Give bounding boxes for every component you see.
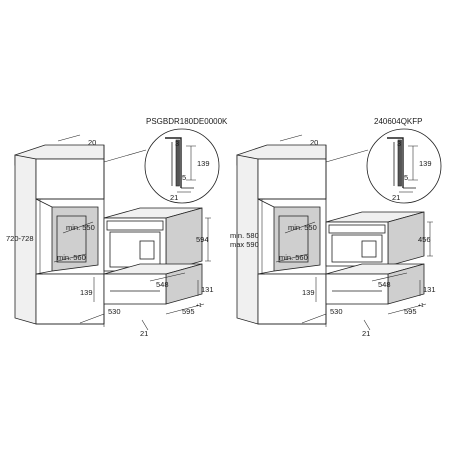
- left-dim-oven-height: 594: [196, 235, 209, 244]
- left-dim-gap: 139: [80, 288, 93, 297]
- left-detail-height: 139: [197, 159, 210, 168]
- right-detail-bottom: 5: [404, 173, 408, 182]
- left-dim-width-tolerance: +1: [196, 303, 202, 309]
- left-dim-cabinet-depth: 530: [108, 307, 121, 316]
- left-detail-circle: 3 139 5 21: [144, 128, 220, 204]
- left-dim-drawer-height: 131: [201, 285, 214, 294]
- right-dim-cabinet-depth: 530: [330, 307, 343, 316]
- left-drawer: [103, 263, 203, 305]
- right-dim-top-depth: 20: [310, 138, 318, 147]
- left-dim-front-offset: 21: [140, 329, 148, 338]
- right-dim-oven-depth: 548: [378, 280, 391, 289]
- left-detail-top: 3: [175, 139, 179, 148]
- right-dim-drawer-height: 131: [423, 285, 436, 294]
- left-oven: [103, 207, 203, 272]
- right-detail-top: 3: [397, 139, 401, 148]
- right-oven: [325, 211, 425, 267]
- left-model-code: PSGBDR180DE0000K: [146, 117, 228, 126]
- left-dim-top-depth: 20: [88, 138, 96, 147]
- right-dim-width-tolerance: +1: [418, 303, 424, 309]
- left-dim-min-width-lower: min. 560: [57, 253, 86, 262]
- right-detail-depth: 21: [392, 193, 400, 202]
- right-dim-min-width-lower: min. 560: [279, 253, 308, 262]
- left-cabinet: [14, 144, 105, 325]
- right-dim-min-width-upper: min. 550: [288, 223, 317, 232]
- left-dim-width: 595: [182, 307, 195, 316]
- right-dim-width: 595: [404, 307, 417, 316]
- left-dim-min-width-upper: min. 550: [66, 223, 95, 232]
- left-detail-bottom: 5: [182, 173, 186, 182]
- left-panel: PSGBDR180DE0000K 3 139 5 21: [6, 117, 228, 338]
- right-detail-height: 139: [419, 159, 432, 168]
- right-dim-gap: 139: [302, 288, 315, 297]
- left-detail-leader: [96, 149, 147, 165]
- right-dim-niche-min: min. 580: [230, 231, 259, 240]
- right-dim-niche-max: max 590: [230, 240, 259, 249]
- left-detail-depth: 21: [170, 193, 178, 202]
- right-dim-front-offset: 21: [362, 329, 370, 338]
- right-detail-leader: [318, 149, 369, 165]
- right-panel: 240604QKFP 3 139 5 21: [230, 117, 442, 338]
- right-cabinet: [236, 144, 327, 325]
- right-dim-oven-height: 456: [418, 235, 431, 244]
- right-drawer: [325, 263, 425, 305]
- right-model-code: 240604QKFP: [374, 117, 422, 126]
- right-detail-circle: 3 139 5 21: [366, 128, 442, 204]
- left-dim-niche-height: 720-728: [6, 234, 34, 243]
- left-dim-oven-depth: 548: [156, 280, 169, 289]
